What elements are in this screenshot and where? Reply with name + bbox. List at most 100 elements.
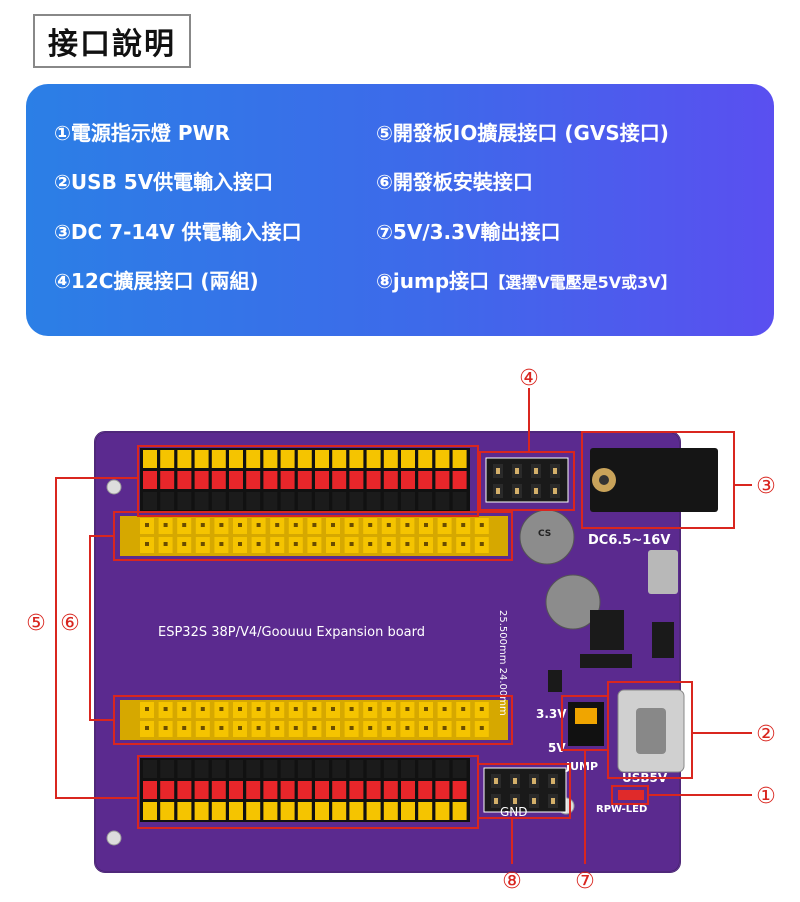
size-label: 25.500mm 24.00mm <box>497 610 508 716</box>
header-pin <box>315 471 329 489</box>
socket-hole <box>200 707 205 711</box>
diode <box>652 622 674 658</box>
header-pin <box>315 450 329 468</box>
i2c-contact <box>532 778 536 784</box>
header-pin <box>452 781 467 799</box>
header-pin <box>332 471 347 489</box>
socket-hole <box>312 542 317 546</box>
socket-hole <box>349 523 354 527</box>
header-pin <box>229 781 243 799</box>
header-pin <box>229 492 243 510</box>
socket-hole <box>256 523 261 527</box>
header-pin <box>229 450 243 468</box>
header-pin <box>211 471 226 489</box>
header-pin <box>452 802 467 820</box>
legend-item-7: ⑦5V/3.3V輸出接口 <box>376 220 561 244</box>
header-pin <box>401 760 415 778</box>
i2c-contact <box>551 798 555 804</box>
i2c-contact <box>553 468 557 474</box>
header-pin <box>366 450 381 468</box>
socket-hole <box>238 726 242 730</box>
header-pin <box>143 760 157 778</box>
header-pin <box>263 802 278 820</box>
i2c-contact <box>496 468 500 474</box>
socket-hole <box>368 726 373 730</box>
header-pin <box>315 802 329 820</box>
board-name: ESP32S 38P/V4/Goouuu Expansion board <box>158 625 425 640</box>
header-pin <box>332 802 347 820</box>
socket-hole <box>293 726 298 730</box>
power-led <box>618 790 644 800</box>
header-pin <box>246 492 261 510</box>
socket-hole <box>200 726 205 730</box>
header-pin <box>383 802 398 820</box>
mount-hole <box>106 830 122 846</box>
header-pin <box>452 450 467 468</box>
header-pin <box>418 760 433 778</box>
legend-item-5: ⑤開發板IO擴展接口 (GVS接口) <box>376 121 669 145</box>
socket-hole <box>145 707 149 711</box>
header-pin <box>194 471 209 489</box>
header-pin <box>194 492 209 510</box>
socket-hole <box>331 726 335 730</box>
socket-hole <box>312 726 317 730</box>
socket-hole <box>349 726 354 730</box>
callout-4: ④ <box>519 366 539 391</box>
page-title: 接口說明 <box>33 14 191 68</box>
socket-hole <box>424 707 428 711</box>
header-pin <box>383 492 398 510</box>
socket-hole <box>386 707 391 711</box>
header-pin <box>297 471 312 489</box>
header-pin <box>435 781 450 799</box>
i2c-contact <box>496 488 500 494</box>
header-pin <box>280 471 295 489</box>
legend-item-4: ④12C擴展接口 (兩組) <box>54 269 259 293</box>
header-pin <box>332 781 347 799</box>
header-pin <box>280 760 295 778</box>
legend-panel: ①電源指示燈 PWR ②USB 5V供電輸入接口 ③DC 7-14V 供電輸入接… <box>26 84 774 336</box>
header-pin <box>160 471 175 489</box>
header-pin <box>401 802 415 820</box>
header-pin <box>435 450 450 468</box>
header-pin <box>332 450 347 468</box>
header-pin <box>263 471 278 489</box>
socket-hole <box>312 707 317 711</box>
header-pin <box>349 450 364 468</box>
socket-hole <box>442 523 447 527</box>
header-pin <box>366 492 381 510</box>
header-pin <box>246 450 261 468</box>
legend-item-8-note: 【選擇V電壓是5V或3V】 <box>489 273 677 292</box>
legend-item-3: ③DC 7-14V 供電輸入接口 <box>54 220 302 244</box>
header-pin <box>366 781 381 799</box>
header-pin <box>435 760 450 778</box>
header-pin <box>383 471 398 489</box>
header-pin <box>435 492 450 510</box>
header-pin <box>263 450 278 468</box>
socket-hole <box>331 523 335 527</box>
header-pin <box>452 760 467 778</box>
header-pin <box>280 450 295 468</box>
socket-hole <box>442 542 447 546</box>
header-pin <box>452 471 467 489</box>
callout-7: ⑦ <box>575 869 595 894</box>
header-pin <box>246 471 261 489</box>
svg-text:CS: CS <box>538 529 551 539</box>
bottom-gvs-pins <box>143 760 467 820</box>
header-pin <box>160 802 175 820</box>
header-pin <box>229 760 243 778</box>
header-pin <box>143 802 157 820</box>
gnd-label: GND <box>500 805 528 819</box>
header-pin <box>418 492 433 510</box>
callout-6: ⑥ <box>60 611 80 636</box>
mount-hole <box>106 479 122 495</box>
header-pin <box>211 492 226 510</box>
socket-hole <box>461 707 466 711</box>
socket-hole <box>405 707 410 711</box>
header-pin <box>366 802 381 820</box>
header-pin <box>177 450 192 468</box>
i2c-contact <box>494 798 498 804</box>
header-pin <box>211 760 226 778</box>
socket-hole <box>368 542 373 546</box>
socket-hole <box>293 542 298 546</box>
header-pin <box>349 802 364 820</box>
